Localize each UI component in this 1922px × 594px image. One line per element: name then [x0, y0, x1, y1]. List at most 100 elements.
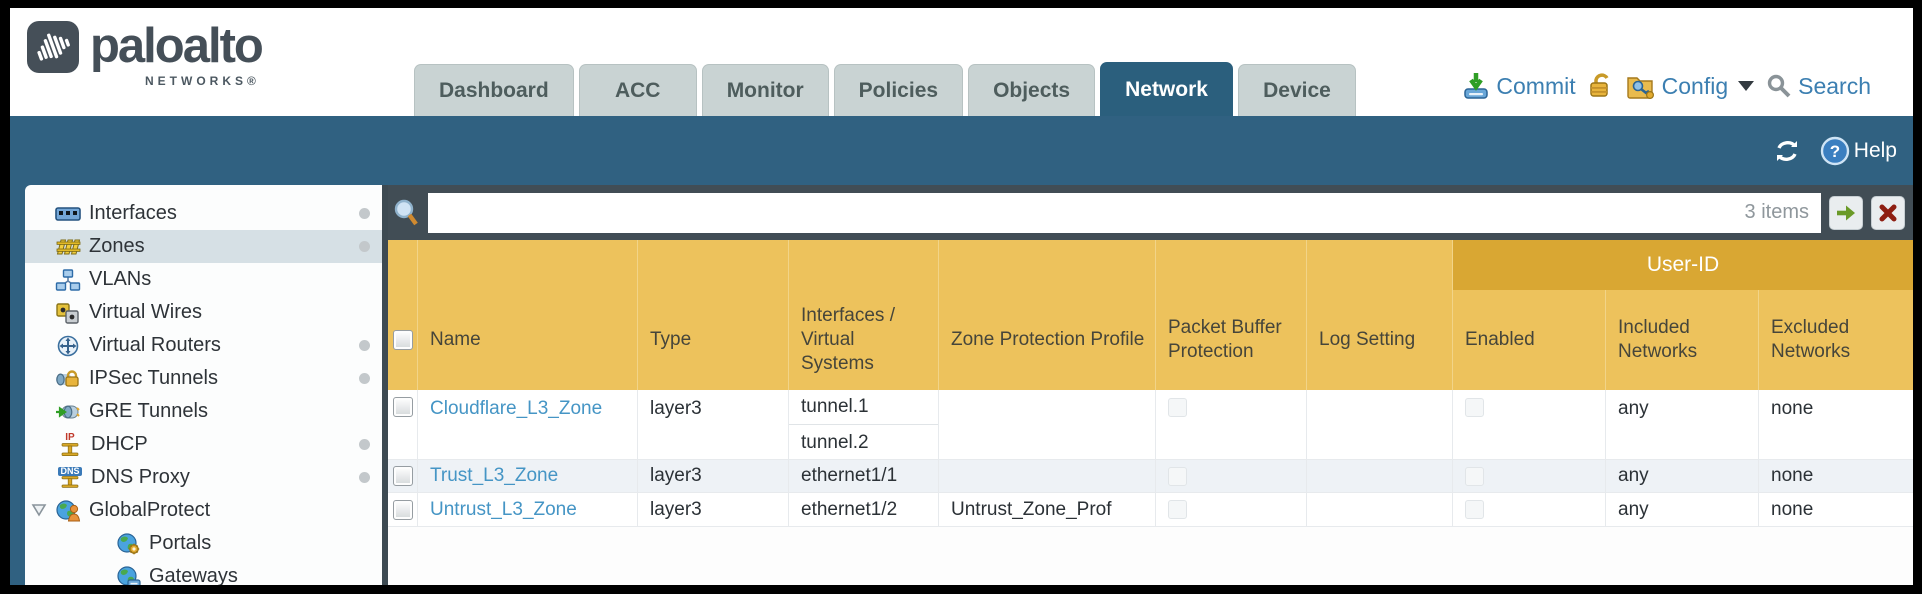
- packet-buffer-protection-checkbox[interactable]: [1168, 500, 1187, 519]
- status-dot: [359, 439, 370, 450]
- excluded-networks-cell: none: [1771, 398, 1814, 419]
- sidebar-item-globalprotect[interactable]: GlobalProtect: [25, 494, 382, 527]
- log-setting-cell: [1307, 390, 1453, 460]
- chevron-down-icon: [1738, 81, 1755, 91]
- user-id-enabled-checkbox[interactable]: [1465, 500, 1484, 519]
- zone-type-cell: layer3: [638, 390, 789, 460]
- network-sidebar: Interfaces Zones: [25, 185, 382, 585]
- select-all-checkbox[interactable]: [392, 330, 413, 350]
- top-actions: Commit Config: [1462, 72, 1871, 100]
- left-accent-strip: [10, 185, 25, 585]
- included-networks-cell: any: [1606, 460, 1759, 492]
- zone-interfaces-cell: tunnel.1 tunnel.2: [789, 390, 939, 460]
- status-dot: [359, 208, 370, 219]
- excluded-networks-cell: none: [1771, 498, 1814, 520]
- status-dot: [359, 472, 370, 483]
- lock-icon[interactable]: [1588, 72, 1614, 100]
- config-icon: [1626, 77, 1654, 100]
- vlans-icon: [55, 268, 81, 291]
- refresh-icon[interactable]: [1772, 138, 1802, 164]
- column-header-zone-protection-profile[interactable]: Zone Protection Profile: [939, 240, 1156, 390]
- config-menu[interactable]: Config: [1626, 72, 1755, 100]
- zone-name-link[interactable]: Cloudflare_L3_Zone: [430, 398, 603, 419]
- log-setting-cell: [1307, 493, 1453, 526]
- interface-item: tunnel.1: [789, 390, 938, 425]
- gateways-icon: [117, 565, 141, 585]
- tab-monitor[interactable]: Monitor: [701, 64, 829, 116]
- clear-filter-x-icon: [1879, 204, 1897, 221]
- zones-table-header: User-ID Name Type Interfaces / Virtual S…: [388, 240, 1913, 390]
- tab-policies[interactable]: Policies: [833, 64, 964, 116]
- tab-acc[interactable]: ACC: [578, 64, 697, 116]
- help-icon: ?: [1820, 136, 1849, 165]
- search-icon: [1767, 74, 1791, 98]
- zone-name-link[interactable]: Untrust_L3_Zone: [430, 498, 577, 520]
- sidebar-item-virtual-wires[interactable]: Virtual Wires: [25, 296, 382, 329]
- zones-table-body: Cloudflare_L3_Zone layer3 tunnel.1 tunne…: [388, 390, 1913, 527]
- clear-filter-button[interactable]: [1871, 195, 1905, 230]
- column-header-packet-buffer-protection[interactable]: Packet Buffer Protection: [1156, 240, 1307, 390]
- zones-icon: [56, 239, 81, 254]
- apply-filter-button[interactable]: [1829, 195, 1863, 230]
- zone-name-link[interactable]: Trust_L3_Zone: [430, 465, 559, 486]
- table-empty-area: [388, 527, 1913, 585]
- table-row: Untrust_L3_Zone layer3 ethernet1/2 Untru…: [388, 493, 1913, 527]
- commit-button[interactable]: Commit: [1462, 72, 1576, 100]
- column-header-log-setting[interactable]: Log Setting: [1307, 240, 1453, 390]
- zone-protection-profile-cell: Untrust_Zone_Prof: [939, 493, 1156, 526]
- sidebar-item-dhcp[interactable]: IP DHCP: [25, 428, 382, 461]
- row-select-checkbox[interactable]: [392, 466, 413, 486]
- excluded-networks-cell: none: [1771, 465, 1814, 486]
- user-id-enabled-checkbox[interactable]: [1465, 466, 1484, 486]
- sidebar-item-interfaces[interactable]: Interfaces: [25, 197, 382, 230]
- sidebar-item-virtual-routers[interactable]: Virtual Routers: [25, 329, 382, 362]
- column-header-included-networks[interactable]: Included Networks: [1606, 290, 1759, 390]
- sidebar-item-zones[interactable]: Zones: [25, 230, 382, 263]
- help-button[interactable]: ? Help: [1820, 136, 1897, 166]
- ipsec-tunnels-icon: [56, 369, 79, 387]
- row-select-checkbox[interactable]: [392, 397, 413, 417]
- column-header-enabled[interactable]: Enabled: [1453, 290, 1606, 390]
- zone-type-cell: layer3: [638, 460, 789, 492]
- svg-text:?: ?: [1830, 142, 1840, 161]
- tab-device[interactable]: Device: [1237, 64, 1356, 116]
- row-select-checkbox[interactable]: [392, 499, 413, 520]
- zone-type-cell: layer3: [638, 493, 789, 526]
- portals-icon: [117, 532, 140, 554]
- dns-proxy-icon: DNS: [55, 467, 85, 488]
- packet-buffer-protection-checkbox[interactable]: [1168, 398, 1187, 417]
- tab-network[interactable]: Network: [1100, 62, 1233, 116]
- sidebar-item-ipsec-tunnels[interactable]: IPSec Tunnels: [25, 362, 382, 395]
- filter-input[interactable]: [428, 192, 1821, 233]
- interface-item: tunnel.2: [801, 431, 869, 453]
- status-dot: [359, 373, 370, 384]
- commit-icon: [1464, 73, 1489, 99]
- packet-buffer-protection-checkbox[interactable]: [1168, 466, 1187, 486]
- column-header-name[interactable]: Name: [418, 240, 638, 390]
- zones-main-panel: 3 items User-ID: [388, 185, 1913, 585]
- status-dot: [359, 241, 370, 252]
- paloalto-logo: paloalto NETWORKS®: [26, 20, 264, 88]
- user-id-enabled-checkbox[interactable]: [1465, 398, 1484, 417]
- sidebar-item-vlans[interactable]: VLANs: [25, 263, 382, 296]
- sidebar-item-dns-proxy[interactable]: DNS DNS Proxy: [25, 461, 382, 494]
- column-header-excluded-networks[interactable]: Excluded Networks: [1771, 317, 1851, 362]
- dhcp-icon: IP: [55, 433, 85, 456]
- sidebar-item-gateways[interactable]: Gateways: [25, 560, 382, 585]
- apply-filter-arrow-icon: [1837, 205, 1855, 220]
- zone-protection-profile-cell: [939, 390, 1156, 460]
- sidebar-item-gre-tunnels[interactable]: GRE Tunnels: [25, 395, 382, 428]
- column-header-type[interactable]: Type: [638, 240, 789, 390]
- sidebar-divider: [382, 185, 388, 585]
- top-header: paloalto NETWORKS® Dashboard ACC Monitor…: [10, 8, 1913, 116]
- gre-tunnels-icon: [56, 405, 80, 418]
- expander-triangle-icon[interactable]: [31, 503, 47, 517]
- included-networks-cell: any: [1606, 493, 1759, 526]
- search-button[interactable]: Search: [1766, 73, 1871, 100]
- sidebar-item-portals[interactable]: Portals: [25, 527, 382, 560]
- tab-dashboard[interactable]: Dashboard: [414, 64, 574, 116]
- filter-toolbar: 3 items: [388, 185, 1913, 240]
- column-header-interfaces[interactable]: Interfaces / Virtual Systems: [789, 240, 939, 390]
- tab-objects[interactable]: Objects: [968, 64, 1096, 116]
